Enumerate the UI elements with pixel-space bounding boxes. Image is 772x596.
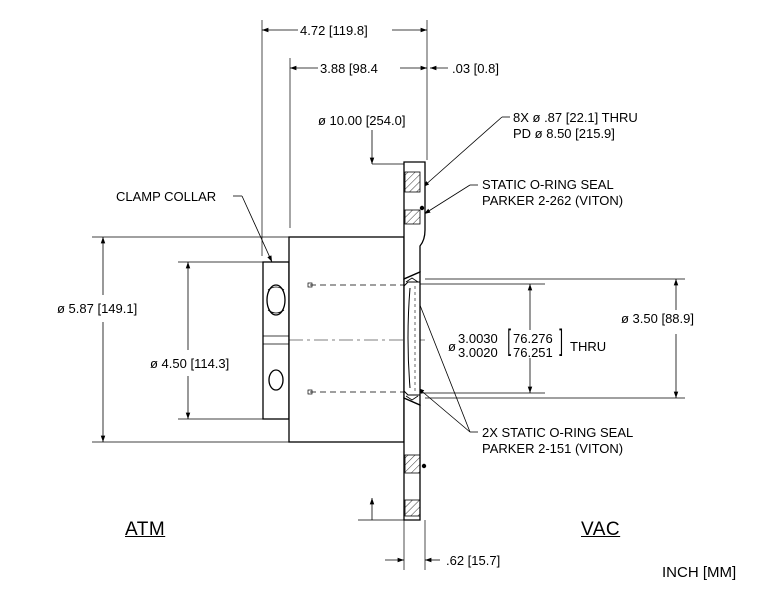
bracket-open: [ <box>507 324 512 357</box>
flange-section <box>403 161 427 521</box>
bracket-close: ] <box>559 324 564 357</box>
callout-bore-seal-line1: 2X STATIC O-RING SEAL <box>482 425 634 440</box>
leader-lines <box>233 116 510 433</box>
dim-counterbore: ø 3.50 [88.9] <box>621 311 694 326</box>
dim-bore-lower: 3.0020 <box>458 345 498 360</box>
body-tube <box>288 236 425 443</box>
dimension-lines <box>100 27 679 563</box>
dim-collar-id: ø 4.50 [114.3] <box>150 356 230 371</box>
callout-bore-seal-line2: PARKER 2-151 (VITON) <box>482 441 624 456</box>
extension-lines <box>92 20 685 570</box>
dim-overall-width: 4.72 [119.8] <box>300 23 368 38</box>
dim-flange-od: ø 10.00 [254.0] <box>318 113 406 128</box>
callout-face-seal-line2: PARKER 2-262 (VITON) <box>482 193 624 208</box>
callout-face-seal-line1: STATIC O-RING SEAL <box>482 177 614 192</box>
dim-bore-mm-lower: 76.251 <box>513 345 553 360</box>
callout-clamp-collar: CLAMP COLLAR <box>116 189 217 204</box>
dim-bore-mm-upper: 76.276 <box>513 331 553 346</box>
dim-bolt-holes-line2: PD ø 8.50 [215.9] <box>513 126 615 141</box>
vac-side-label: VAC <box>581 519 621 540</box>
dim-bore-upper: 3.0030 <box>458 331 498 346</box>
dim-collar-od: ø 5.87 [149.1] <box>57 301 138 316</box>
atm-side-label: ATM <box>125 519 166 540</box>
dim-face-offset: .03 [0.8] <box>452 61 499 76</box>
clamp-collar <box>262 261 290 420</box>
dim-bore-prefix: ø <box>448 339 456 354</box>
dim-bore-suffix: THRU <box>570 339 607 354</box>
dim-flange-thickness: .62 [15.7] <box>446 553 501 568</box>
dim-collar-to-face: 3.88 [98.4 <box>320 61 378 76</box>
dim-bolt-holes-line1: 8X ø .87 [22.1] THRU <box>513 110 638 125</box>
units-note: INCH [MM] <box>662 564 737 581</box>
